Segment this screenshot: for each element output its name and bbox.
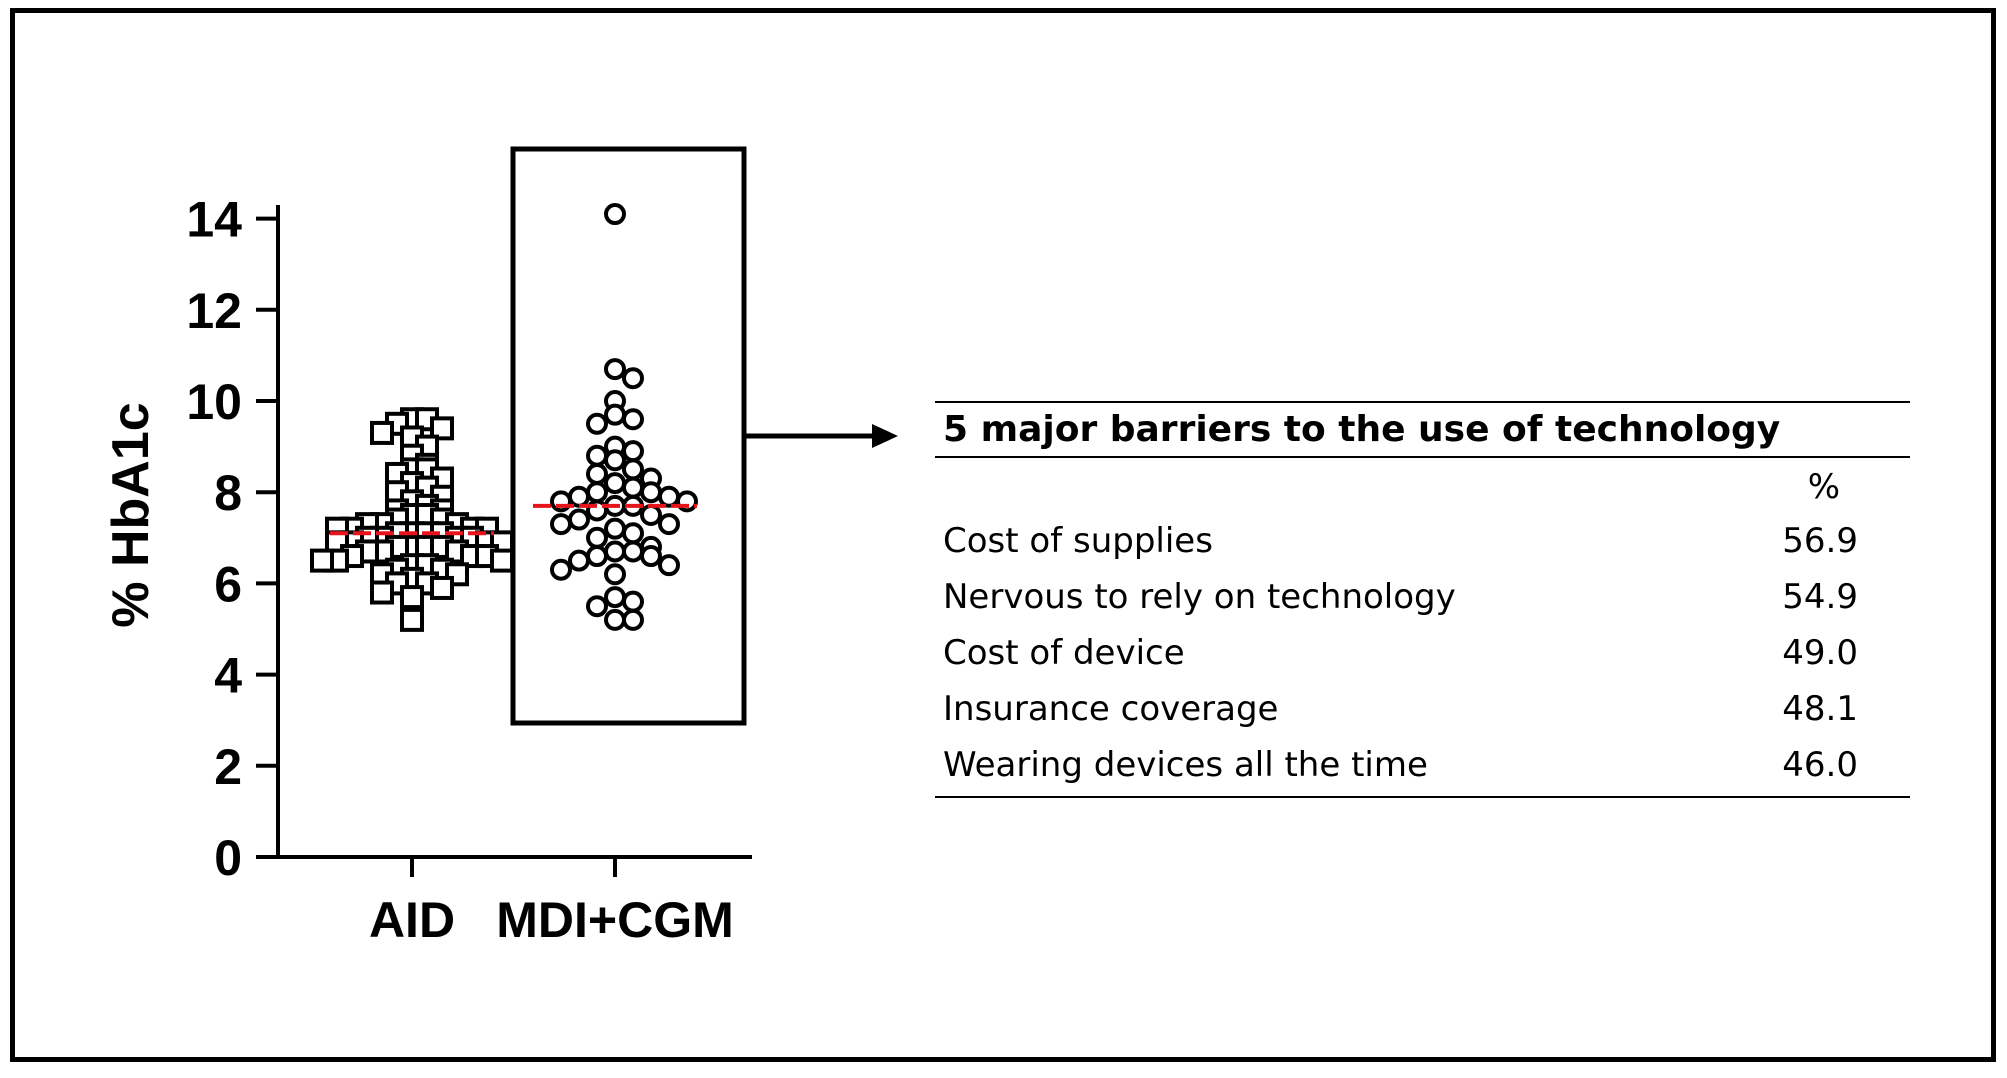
y-axis-title: % HbA1c	[102, 402, 160, 627]
mdi-cgm-point	[604, 449, 626, 472]
mdi-cgm-point	[604, 403, 626, 426]
mdi-cgm-point	[622, 608, 644, 631]
row-label: Cost of device	[943, 633, 1185, 673]
table-body: Cost of supplies 56.9 Nervous to rely on…	[935, 514, 1910, 796]
barriers-table: 5 major barriers to the use of technolog…	[935, 401, 1910, 798]
aid-point	[400, 607, 424, 632]
aid-point	[370, 420, 394, 445]
row-label: Nervous to rely on technology	[943, 577, 1456, 617]
mdi-cgm-point	[568, 485, 590, 508]
x-category-label: MDI+CGM	[496, 892, 734, 948]
data-points	[310, 203, 698, 632]
mdi-cgm-point	[604, 540, 626, 563]
y-tick-label: 10	[186, 374, 242, 430]
table-title: 5 major barriers to the use of technolog…	[943, 409, 1781, 450]
mdi-cgm-point	[622, 458, 644, 481]
row-value: 54.9	[1782, 577, 1858, 617]
mdi-cgm-point	[658, 554, 680, 577]
table-row: Insurance coverage 48.1	[935, 682, 1910, 738]
y-tick-label: 14	[186, 192, 242, 248]
mdi-cgm-point	[586, 481, 608, 504]
row-value: 48.1	[1782, 689, 1858, 729]
y-tick-label: 4	[214, 648, 242, 704]
mdi-cgm-point	[586, 444, 608, 467]
arrow-head-icon	[872, 424, 898, 448]
mdi-cgm-point	[604, 203, 626, 226]
aid-point	[400, 585, 424, 610]
x-category-label: AID	[369, 892, 455, 948]
median-lines	[330, 503, 697, 536]
annotations	[510, 146, 898, 726]
mdi-cgm-point	[586, 526, 608, 549]
y-tick-label: 2	[214, 739, 242, 795]
row-value: 46.0	[1782, 745, 1858, 785]
mdi-cgm-point	[550, 558, 572, 581]
table-row: Wearing devices all the time 46.0	[935, 738, 1910, 794]
mdi-cgm-point	[622, 476, 644, 499]
mdi-cgm-point	[604, 517, 626, 540]
mdi-cgm-point	[604, 472, 626, 495]
highlight-box	[510, 146, 747, 726]
mdi-cgm-point	[622, 440, 644, 463]
mdi-cgm-point	[586, 412, 608, 435]
mdi-cgm-point	[622, 367, 644, 390]
aid-point	[490, 548, 514, 573]
aid-point	[430, 575, 454, 600]
mdi-cgm-point	[640, 545, 662, 568]
mdi-cgm-point	[622, 522, 644, 545]
mdi-cgm-point	[568, 508, 590, 531]
value-column-header: %	[1807, 467, 1840, 507]
mdi-cgm-point	[586, 545, 608, 568]
row-label: Cost of supplies	[943, 521, 1213, 561]
mdi-cgm-point	[586, 462, 608, 485]
mdi-cgm-point	[622, 408, 644, 431]
mdi-cgm-point	[658, 485, 680, 508]
row-value: 49.0	[1782, 633, 1858, 673]
mdi-cgm-point	[604, 608, 626, 631]
row-label: Wearing devices all the time	[943, 745, 1428, 785]
mdi-cgm-point	[640, 504, 662, 526]
y-tick-label: 6	[214, 556, 242, 612]
mdi-cgm-point	[622, 540, 644, 563]
mdi-cgm-point	[640, 481, 662, 504]
aid-point	[430, 416, 454, 441]
y-tick-label: 0	[214, 830, 242, 886]
row-value: 56.9	[1782, 521, 1858, 561]
table-header-rule	[935, 456, 1910, 458]
mdi-cgm-point	[604, 563, 626, 586]
table-row: Cost of supplies 56.9	[935, 514, 1910, 570]
mdi-cgm-point	[586, 595, 608, 618]
mdi-cgm-point	[622, 590, 644, 613]
table-header-row: %	[935, 458, 1910, 514]
table-row: Nervous to rely on technology 54.9	[935, 570, 1910, 626]
table-row: Cost of device 49.0	[935, 626, 1910, 682]
y-tick-label: 12	[186, 283, 242, 339]
row-label: Insurance coverage	[943, 689, 1279, 729]
y-tick-label: 8	[214, 465, 242, 521]
mdi-cgm-point	[604, 358, 626, 381]
mdi-cgm-point	[604, 586, 626, 609]
table-top-rule	[935, 401, 1910, 403]
aid-point	[370, 580, 394, 605]
mdi-cgm-point	[658, 513, 680, 536]
mdi-cgm-point	[568, 549, 590, 572]
table-bottom-rule	[935, 796, 1910, 798]
aid-point	[310, 548, 334, 573]
mdi-cgm-point	[550, 513, 572, 536]
